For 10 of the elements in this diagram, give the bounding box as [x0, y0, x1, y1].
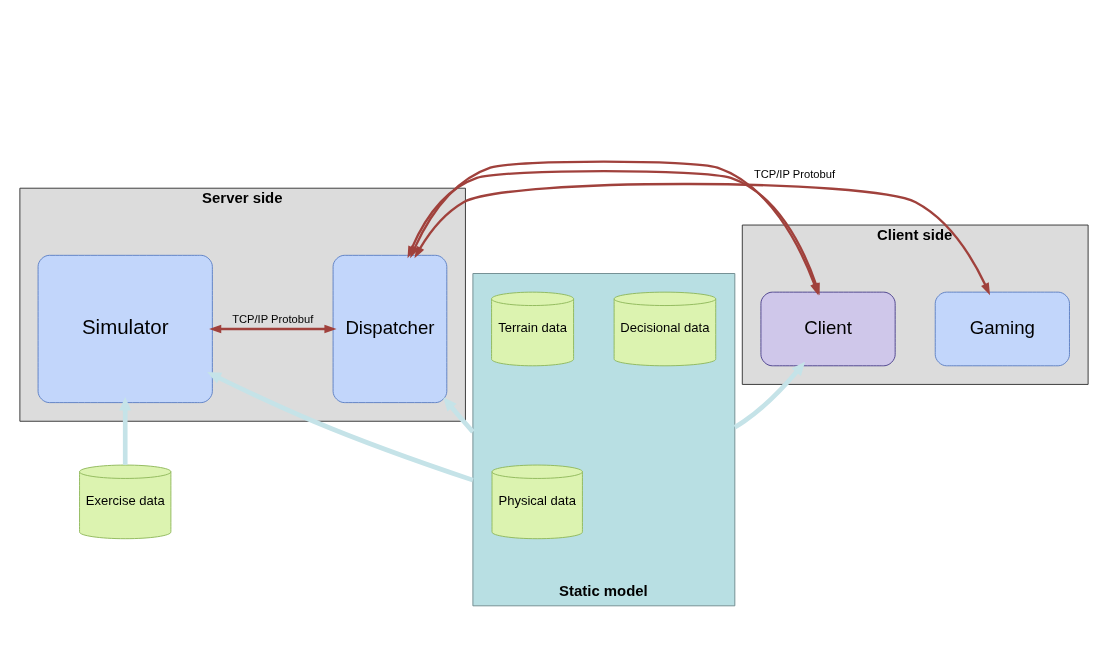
node-box: Gaming	[934, 291, 1070, 367]
arrow	[207, 372, 474, 483]
arrow	[733, 361, 806, 430]
edge-label: TCP/IP Protobuf	[753, 167, 836, 180]
edge-label: TCP/IP Protobuf	[232, 313, 314, 325]
node-box: Simulator	[37, 254, 213, 404]
node-box: Dispatcher	[332, 254, 448, 404]
node-box: Client	[760, 291, 896, 367]
arrow	[119, 396, 132, 465]
arrow	[209, 324, 337, 334]
